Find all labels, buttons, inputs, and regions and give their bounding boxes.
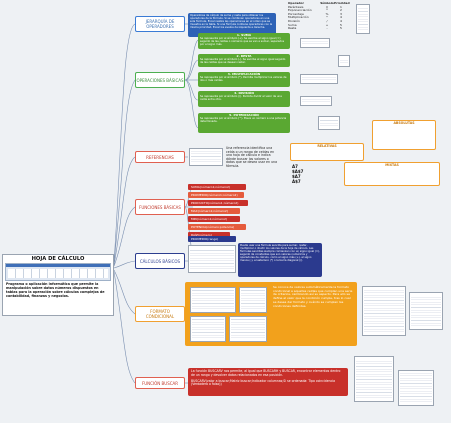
root-description: Programa o aplicación informática que pe…	[6, 282, 105, 299]
calculos-image	[188, 245, 236, 273]
func-min: MIN(número1;número2)	[188, 216, 240, 222]
topic-funciones[interactable]: FUNCIONES BÁSICAS	[135, 199, 185, 215]
resta-example-image	[338, 55, 350, 67]
referencias-text: Una referencia identifica una celda o un…	[226, 146, 278, 168]
buscar-panel: La función BUSCARV nos permite, al igual…	[188, 368, 348, 396]
referencias-image	[189, 148, 223, 166]
func-promedio: PROMEDIO(número1;número2)	[188, 192, 244, 198]
topic-calculos[interactable]: CÁLCULOS BÁSICOS	[135, 253, 185, 269]
relativas-card: RELATIVAS	[290, 143, 364, 161]
potenciacion-example-image	[318, 116, 340, 130]
topic-operaciones[interactable]: OPERACIONES BÁSICAS	[135, 72, 185, 88]
reference-mixed-row: A$7	[292, 179, 301, 184]
root-node: HOJA DE CÁLCULO Programa o aplicación in…	[2, 254, 114, 316]
topic-referencias[interactable]: REFERENCIAS	[135, 151, 185, 163]
formato-image-2	[239, 287, 267, 313]
topic-buscar[interactable]: FUNCIÓN BUSCAR	[135, 377, 185, 389]
topic-formato[interactable]: FORMATO CONDICIONAL	[135, 306, 185, 322]
reference-absolute: $A$7	[292, 169, 304, 174]
buscar-image-2	[398, 370, 434, 406]
table-row: Exponenciación^2	[288, 8, 342, 13]
spreadsheet-image	[5, 263, 111, 281]
func-producto: PRODUCTO(número1;número2)	[188, 200, 248, 206]
table-row: Porcentaje%3	[288, 11, 342, 16]
calculos-text: Puede usar una fórmula sencilla para sum…	[238, 243, 322, 277]
mixtas-card: MIXTAS	[344, 162, 440, 186]
topic-jerarquia[interactable]: JERARQUÍA DE OPERADORES	[135, 16, 185, 32]
func-suma: SUMA(número1;número2)	[188, 184, 246, 190]
root-title: HOJA DE CÁLCULO	[31, 256, 85, 262]
formato-sample-image	[409, 292, 443, 330]
reference-relative: A7	[292, 164, 298, 169]
formato-dialog-image	[362, 286, 406, 336]
calculos-pill: PROMEDIO(rango)	[188, 236, 236, 242]
func-raiz: RAÍZ(número)	[188, 232, 230, 238]
formato-image-1	[190, 287, 236, 313]
func-max: MAX(número1;número2)	[188, 208, 240, 214]
reference-mixed-col: $A7	[292, 174, 301, 179]
buscar-image-1	[354, 356, 394, 402]
formato-image-4	[229, 316, 267, 342]
reference-examples: A7 $A$7 $A7 A$7	[292, 164, 322, 186]
buscar-syntax: BUSCARV(valor a buscar;Matriz buscar;Ind…	[191, 378, 336, 387]
formato-image-3	[190, 316, 226, 342]
table-row: División/4	[288, 18, 342, 23]
table-row: Resta-5	[288, 26, 342, 31]
division-example-image	[300, 96, 332, 106]
table-row: Multiplicación*4	[288, 15, 342, 20]
func-potencia: POTENCIA(número;potencia)	[188, 224, 246, 230]
table-row: Paréntesis()1	[288, 4, 342, 9]
table-row: Suma+5	[288, 22, 342, 27]
multiplicacion-example-image	[300, 74, 338, 84]
absolutas-card: ABSOLUTAS	[372, 120, 436, 150]
buscar-text-1: La función BUSCARV nos permite, al igual…	[191, 369, 341, 377]
suma-example-image	[300, 38, 330, 48]
formato-text: Se conoce de valores automáticamente la …	[273, 285, 353, 308]
operator-image	[356, 4, 370, 34]
